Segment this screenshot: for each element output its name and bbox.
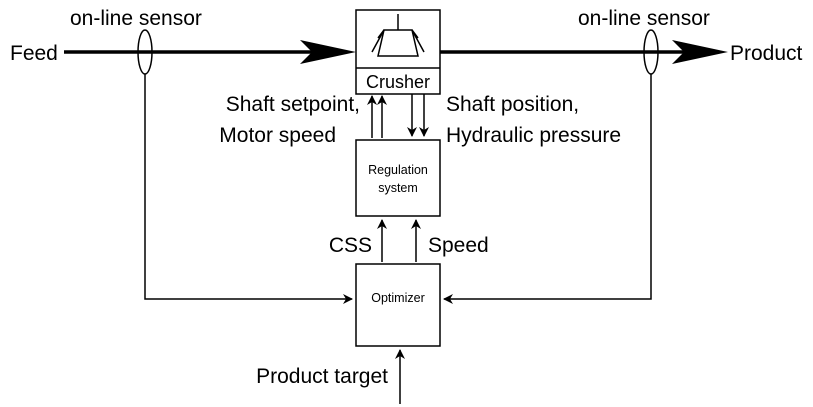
shaft-position-label: Shaft position, (446, 93, 579, 116)
optimizer-label: Optimizer (371, 291, 424, 305)
shaft-setpoint-label: Shaft setpoint, (226, 93, 360, 116)
regulation-system-box (355, 139, 441, 217)
crusher-regulation-arrows (367, 94, 429, 138)
feed-arrowhead (300, 40, 356, 64)
crusher-label: Crusher (366, 72, 430, 92)
speed-label: Speed (428, 234, 489, 257)
sensor-left-label: on-line sensor (70, 7, 202, 30)
feed-label: Feed (10, 42, 58, 65)
regulation-system-label-line1: Regulation (368, 163, 428, 177)
regulation-system-label-line2: system (378, 181, 418, 195)
motor-speed-label: Motor speed (219, 124, 336, 147)
optimizer-box (355, 263, 441, 347)
product-arrowhead (672, 40, 728, 64)
product-label: Product (730, 42, 803, 65)
sensor-right-label: on-line sensor (578, 7, 710, 30)
css-label: CSS (329, 234, 372, 257)
main-flow (64, 40, 728, 64)
optimizer-regulation-arrows (377, 219, 421, 262)
crusher-cone-icon (371, 14, 425, 57)
product-target-label: Product target (256, 365, 388, 388)
hydraulic-pressure-label: Hydraulic pressure (446, 124, 621, 147)
crusher-block: Crusher (355, 9, 441, 95)
sensor-feedback-lines (144, 74, 652, 304)
